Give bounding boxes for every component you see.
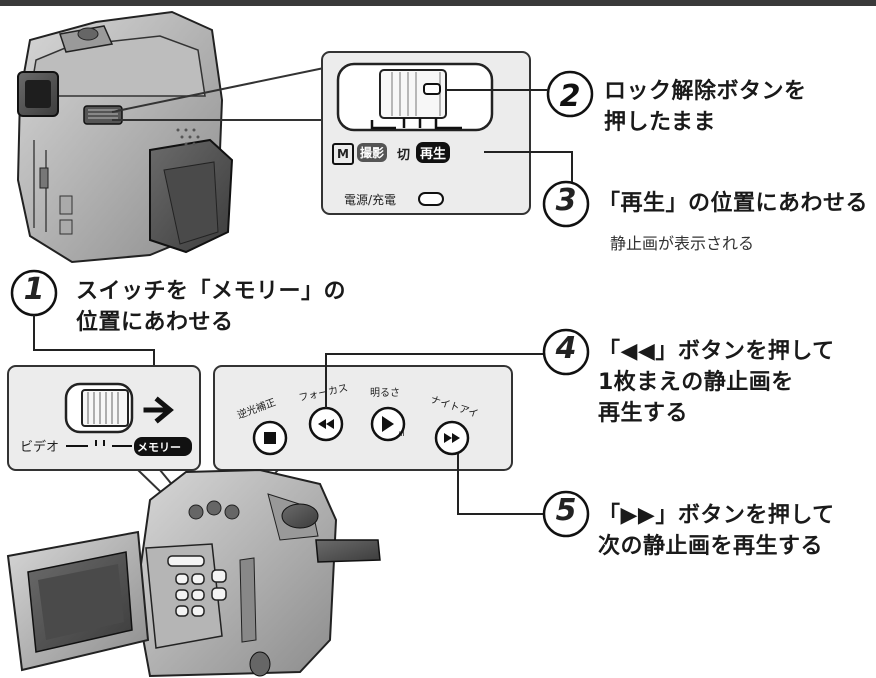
- fast-forward-icon: [444, 433, 460, 443]
- step-4-line-1: 「◀◀」ボタンを押して: [598, 339, 835, 364]
- backlight-button[interactable]: [252, 420, 288, 456]
- step-3-number: 3: [555, 183, 577, 218]
- play-pause-icon: [382, 416, 394, 432]
- step-4-line-3: 再生する: [598, 401, 689, 426]
- power-switch-inset: [321, 51, 531, 215]
- power-indicator-lamp: [418, 192, 444, 206]
- mode-play-label: 再生: [416, 142, 451, 163]
- step-1-number: 1: [23, 272, 45, 307]
- step-4-line-2: 1枚まえの静止画を: [598, 370, 794, 395]
- playback-buttons-inset: /II: [213, 365, 513, 471]
- step-2-line-1: ロック解除ボタンを: [604, 79, 807, 104]
- power-charge-label: 電源/充電: [344, 193, 397, 207]
- arrow-right-icon: [143, 396, 174, 424]
- step-2-marker: 2: [546, 70, 594, 118]
- step-1-line-2: 位置にあわせる: [76, 310, 234, 335]
- mode-m-label: M: [332, 143, 354, 165]
- step-5-number: 5: [555, 493, 577, 528]
- mode-off-label: 切: [397, 148, 411, 163]
- step-4-text: 「◀◀」ボタンを押して 1枚まえの静止画を 再生する: [598, 336, 835, 429]
- step-3-line-1: 「再生」の位置にあわせる: [598, 191, 869, 216]
- step-5-marker: [542, 490, 590, 538]
- svg-text:/II: /II: [398, 430, 405, 438]
- step-5-line-1: 「▶▶」ボタンを押して: [598, 503, 835, 528]
- rewind-button[interactable]: [308, 406, 344, 442]
- fast-forward-button[interactable]: [434, 420, 470, 456]
- step-2-number: 2: [560, 79, 581, 114]
- step-5-text: 「▶▶」ボタンを押して 次の静止画を再生する: [598, 500, 835, 562]
- step-1-line-1: スイッチを「メモリー」の: [76, 279, 347, 304]
- brightness-button-label: 明るさ: [370, 388, 400, 399]
- camcorder-bottom-illustration: [6, 468, 381, 678]
- mode-switch-video-label: ビデオ: [20, 440, 60, 455]
- step-3-marker: [542, 180, 590, 228]
- rewind-icon: [318, 419, 334, 429]
- camcorder-top-illustration: [16, 10, 234, 264]
- step-2-line-2: 押したまま: [604, 110, 716, 135]
- stop-icon: [264, 432, 276, 444]
- step-2-text: ロック解除ボタンを 押したまま: [604, 76, 807, 138]
- mode-switch-memory-label: メモリー: [137, 441, 181, 454]
- top-bar: [0, 0, 876, 6]
- mode-switch-inset: [7, 365, 201, 471]
- step-1-text: スイッチを「メモリー」の 位置にあわせる: [76, 276, 346, 338]
- step-3-subtext: 静止画が表示される: [610, 234, 755, 253]
- step-4-number: 4: [555, 331, 577, 366]
- step-3-text: 「再生」の位置にあわせる: [598, 188, 868, 219]
- step-5-line-2: 次の静止画を再生する: [598, 534, 824, 559]
- play-pause-button[interactable]: /II: [370, 406, 406, 442]
- mode-shoot-label: 撮影: [357, 143, 388, 162]
- step-4-marker: [542, 328, 590, 376]
